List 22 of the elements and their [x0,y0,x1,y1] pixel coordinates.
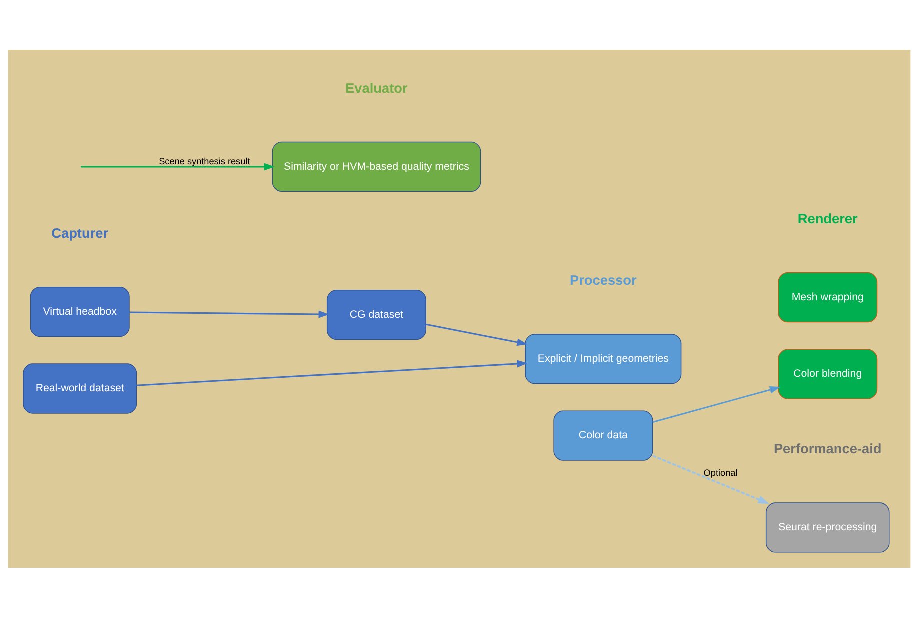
node-box: Virtual headbox [30,286,130,338]
label: Capturer [52,226,109,241]
label: Renderer [798,211,858,226]
node-box: Color blending [778,349,878,400]
node-box: Color data [554,410,654,461]
arrow [130,310,330,318]
arrow [652,386,781,424]
node-box: Explicit / Implicit geometries [525,334,682,384]
label: Evaluator [346,80,408,96]
arrow [136,360,528,386]
arrow [652,455,770,504]
arrow [426,324,528,346]
node-box: Mesh wrapping [778,272,878,323]
edge-label: Optional [704,468,738,478]
label: Processor [570,273,637,288]
edge-label: Scene synthesis result [159,156,250,166]
label: Performance-aid [774,442,882,457]
node-box: Similarity or HVM-based quality metrics [272,142,482,192]
node-box: Seurat re-processing [766,502,890,553]
node-box: CG dataset [326,290,426,340]
node-box: Real-world dataset [23,364,138,414]
arrow [80,163,275,171]
